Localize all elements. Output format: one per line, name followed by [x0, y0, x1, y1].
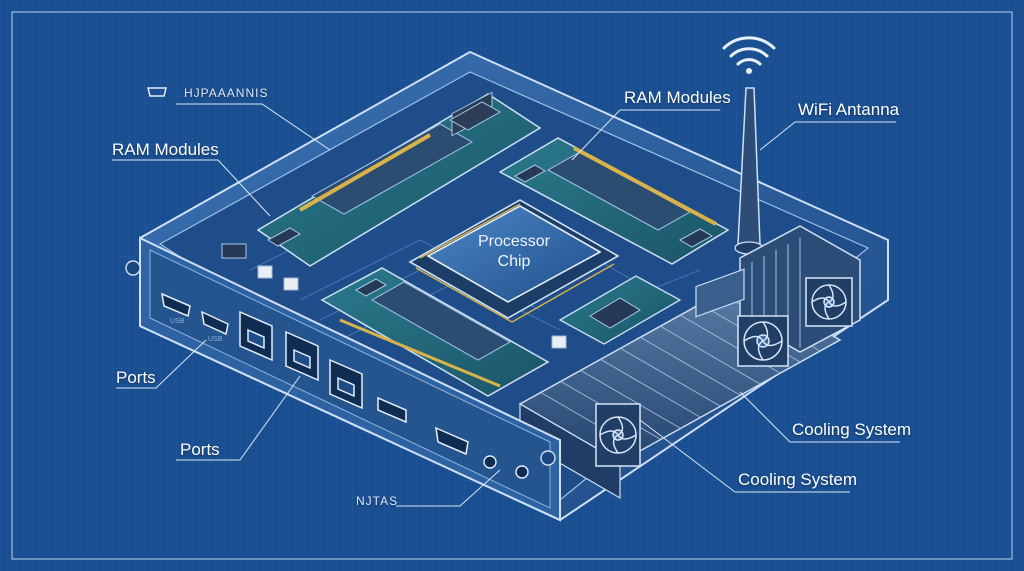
- hdmi-icon: [147, 87, 167, 97]
- leader-cooling-bottom: [639, 419, 850, 493]
- label-top-left-code: HJPAAANNIS: [184, 86, 269, 100]
- wifi-signal-icon: [722, 36, 776, 66]
- hdmi-port: [435, 426, 469, 456]
- port-mark-right: USB: [208, 336, 223, 343]
- small-component: [551, 335, 567, 349]
- ram-module-bottom: [320, 267, 550, 397]
- cooling-fan: [737, 315, 789, 367]
- ethernet-port: [285, 330, 319, 382]
- audio-jack: [483, 455, 497, 469]
- label-cooling-system-top: Cooling System: [792, 420, 912, 439]
- ethernet-port: [239, 310, 273, 362]
- usb-port: [377, 396, 407, 424]
- processor-chip-label: Processor Chip: [454, 232, 574, 272]
- small-board-module: [558, 275, 682, 345]
- label-ports-bottom: Ports: [180, 440, 220, 459]
- leader-lines: [112, 103, 900, 507]
- hdmi-port: [201, 310, 229, 336]
- leader-cooling-top: [739, 391, 900, 443]
- leader-top-left: [176, 103, 331, 151]
- port-mark-left: USB: [170, 318, 185, 325]
- audio-jack: [515, 465, 529, 479]
- ram-module-left: [256, 91, 542, 267]
- processor-chip: [408, 199, 620, 323]
- fan-cover-plate: [695, 268, 745, 318]
- ethernet-port: [329, 358, 363, 410]
- leader-ports-bottom: [176, 375, 301, 461]
- leader-ram-top: [571, 109, 720, 161]
- small-component: [221, 243, 247, 259]
- label-ram-modules-left: RAM Modules: [112, 140, 219, 159]
- hdmi-port: [161, 292, 191, 318]
- processor-chip-line2: Chip: [497, 253, 531, 270]
- processor-chip-line1: Processor: [477, 233, 551, 250]
- leader-bottom-code: [396, 469, 501, 507]
- cooling-fan: [595, 403, 641, 467]
- label-ram-modules-top: RAM Modules: [624, 88, 731, 107]
- label-wifi-antenna: WiFi Antanna: [798, 100, 900, 119]
- label-cooling-system-bottom: Cooling System: [738, 470, 858, 489]
- small-component: [257, 265, 273, 279]
- leader-ports-left: [116, 339, 207, 389]
- label-bottom-code: NJTAS: [356, 494, 399, 508]
- leader-wifi: [759, 121, 896, 151]
- blueprint-frame: [11, 11, 1013, 560]
- cooling-fan: [805, 277, 853, 327]
- label-ports-left: Ports: [116, 368, 156, 387]
- small-component: [283, 277, 299, 291]
- leader-ram-left: [112, 159, 271, 217]
- ram-module-right: [498, 137, 730, 265]
